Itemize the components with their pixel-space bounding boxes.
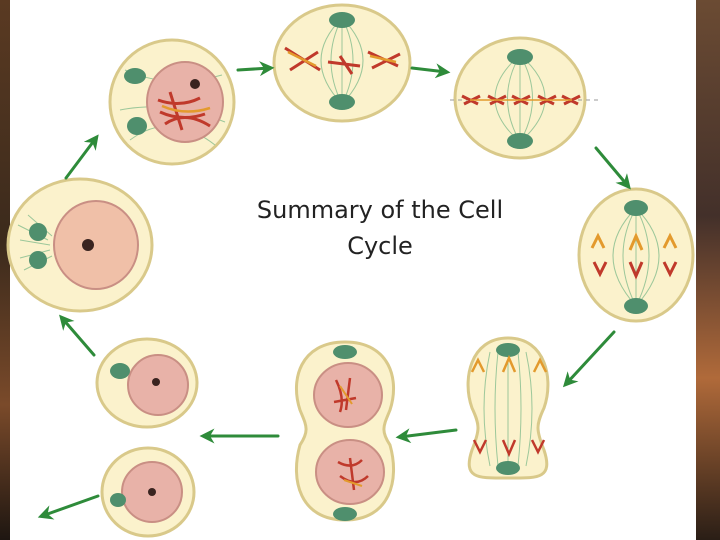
chromosome-icon (470, 354, 548, 373)
centrosome-icon (329, 94, 355, 110)
centrosome-icon (496, 343, 520, 357)
left-border-photo (0, 0, 10, 540)
green-arrow-icon (64, 134, 99, 180)
nucleolus-icon (82, 239, 94, 251)
chromosome-icon (590, 232, 678, 251)
centrosome-icon (29, 223, 47, 241)
cell-anaphase (577, 187, 695, 323)
cell-interphase (6, 177, 154, 313)
centrosome-icon (127, 117, 147, 135)
green-arrow-icon (562, 330, 616, 388)
centrosome-icon (507, 133, 533, 149)
cell-prophase (108, 38, 236, 166)
cell-daughter-lower (100, 446, 196, 538)
cell-cytokinesis (294, 340, 396, 522)
title-line-1: Summary of the Cell (256, 196, 504, 224)
green-arrow-icon (395, 428, 458, 444)
green-arrow-icon (410, 63, 451, 79)
green-arrow-icon (236, 61, 275, 77)
centrosome-icon (110, 493, 126, 507)
centrosome-icon (124, 68, 146, 84)
centrosome-icon (333, 345, 357, 359)
centrosome-icon (333, 507, 357, 521)
chromosome-icon (472, 439, 546, 458)
diagram-title: Summary of the Cell Cycle (230, 192, 530, 264)
green-arrow-icon (594, 146, 631, 190)
nucleolus-icon (152, 378, 160, 386)
centrosome-icon (29, 251, 47, 269)
centrosome-icon (624, 200, 648, 216)
chromosome-icon (157, 91, 211, 131)
nucleolus-icon (148, 488, 156, 496)
cell-metaphase (450, 36, 598, 160)
nucleolus-icon (190, 79, 200, 89)
centrosome-icon (496, 461, 520, 475)
chromosome-icon (333, 377, 357, 413)
cell-daughter-upper (95, 337, 199, 429)
green-arrow-icon (59, 314, 96, 357)
chromosome-icon (592, 261, 678, 280)
centrosome-icon (329, 12, 355, 28)
right-border-photo (696, 0, 720, 540)
title-line-2: Cycle (347, 232, 413, 260)
cell-telophase (466, 336, 550, 480)
green-arrow-icon (37, 494, 100, 520)
chromosome-icon (337, 457, 369, 491)
cell-prometaphase (272, 3, 412, 123)
centrosome-icon (507, 49, 533, 65)
centrosome-icon (110, 363, 130, 379)
centrosome-icon (624, 298, 648, 314)
